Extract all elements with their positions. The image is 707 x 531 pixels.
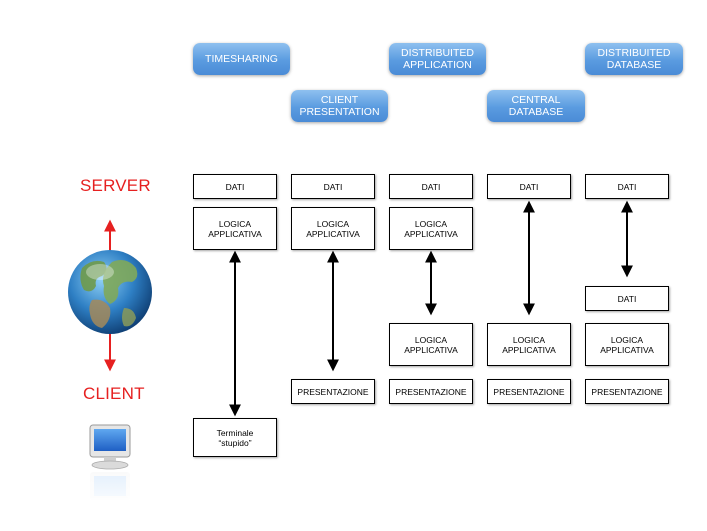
box-dati: DATI (585, 286, 669, 311)
globe-icon (68, 250, 152, 334)
pill-client-presentation: CLIENT PRESENTATION (291, 90, 388, 122)
box-presentazione: PRESENTAZIONE (389, 379, 473, 404)
box-dati: DATI (291, 174, 375, 199)
box-dati: DATI (585, 174, 669, 199)
box-logica-applicativa: LOGICA APPLICATIVA (585, 323, 669, 366)
box-logica-applicativa: LOGICA APPLICATIVA (389, 207, 473, 250)
client-label: CLIENT (83, 384, 145, 403)
box-terminale-stupido: Terminale “stupido” (193, 418, 277, 457)
box-logica-applicativa: LOGICA APPLICATIVA (193, 207, 277, 250)
server-label: SERVER (80, 176, 151, 195)
pill-timesharing: TIMESHARING (193, 43, 290, 75)
box-dati: DATI (389, 174, 473, 199)
box-logica-applicativa: LOGICA APPLICATIVA (487, 323, 571, 366)
monitor-icon (89, 424, 131, 470)
box-presentazione: PRESENTAZIONE (585, 379, 669, 404)
pill-distributed-database: DISTRIBUITED DATABASE (585, 43, 683, 75)
pill-distributed-application: DISTRIBUITED APPLICATION (389, 43, 486, 75)
box-dati: DATI (193, 174, 277, 199)
box-presentazione: PRESENTAZIONE (487, 379, 571, 404)
box-presentazione: PRESENTAZIONE (291, 379, 375, 404)
pill-central-database: CENTRAL DATABASE (487, 90, 585, 122)
box-logica-applicativa: LOGICA APPLICATIVA (389, 323, 473, 366)
box-logica-applicativa: LOGICA APPLICATIVA (291, 207, 375, 250)
box-dati: DATI (487, 174, 571, 199)
